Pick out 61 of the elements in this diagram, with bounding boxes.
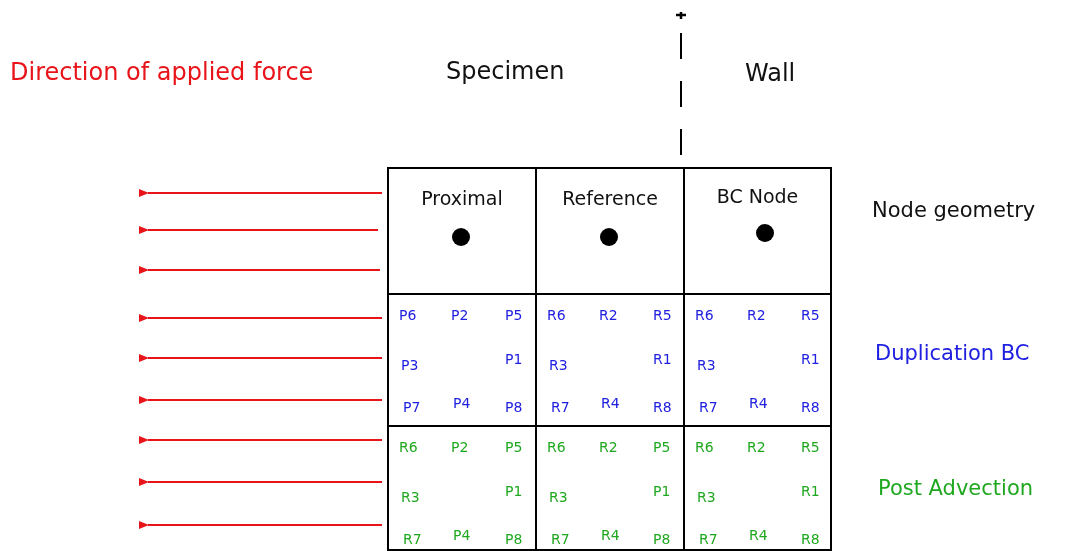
point-label: R6 [695, 439, 714, 455]
point-label: P4 [453, 527, 471, 543]
point-label: R7 [551, 399, 570, 415]
node-title: Proximal [420, 187, 504, 209]
point-label: P1 [505, 351, 523, 367]
point-label: P3 [401, 357, 419, 373]
point-label: P7 [403, 399, 421, 415]
point-label: P4 [453, 395, 471, 411]
node-box [387, 167, 537, 295]
point-label: P6 [399, 307, 417, 323]
point-label: R2 [747, 439, 766, 455]
point-label: R3 [401, 489, 420, 505]
point-label: R8 [801, 531, 820, 547]
point-label: R6 [695, 307, 714, 323]
point-label: R7 [699, 399, 718, 415]
region-label: Specimen [446, 57, 565, 85]
point-label: P2 [451, 439, 469, 455]
point-label: P8 [505, 399, 523, 415]
point-label: R3 [697, 357, 716, 373]
node-title: Reference [561, 187, 659, 209]
point-label: R4 [749, 527, 768, 543]
region-label: Wall [745, 59, 796, 87]
row-label: Duplication BC [875, 341, 1030, 365]
point-label: R4 [749, 395, 768, 411]
point-label: R1 [653, 351, 672, 367]
point-label: R8 [653, 399, 672, 415]
node-title: BC Node [715, 185, 800, 207]
point-label: R2 [599, 439, 618, 455]
point-label: R3 [549, 489, 568, 505]
point-label: P5 [505, 439, 523, 455]
point-label: P2 [451, 307, 469, 323]
point-label: R1 [801, 483, 820, 499]
row-label: Node geometry [872, 198, 1036, 222]
point-label: R7 [403, 531, 422, 547]
point-label: P5 [505, 307, 523, 323]
force-direction-label: Direction of applied force [10, 58, 314, 86]
point-label: P8 [653, 531, 671, 547]
point-label: R7 [699, 531, 718, 547]
point-label: R5 [801, 307, 820, 323]
point-label: R5 [801, 439, 820, 455]
point-label: R3 [697, 489, 716, 505]
point-label: R6 [547, 307, 566, 323]
node-box [683, 167, 832, 295]
point-label: P8 [505, 531, 523, 547]
point-label: R3 [549, 357, 568, 373]
point-label: R2 [599, 307, 618, 323]
point-label: R5 [653, 307, 672, 323]
point-label: R7 [551, 531, 570, 547]
point-label: R1 [801, 351, 820, 367]
grid-cell [683, 425, 832, 551]
point-label: P1 [505, 483, 523, 499]
point-label: R6 [547, 439, 566, 455]
point-label: R8 [801, 399, 820, 415]
grid-cell [387, 425, 537, 551]
row-label: Post Advection [878, 476, 1034, 500]
point-label: R2 [747, 307, 766, 323]
point-label: R4 [601, 527, 620, 543]
point-label: P1 [653, 483, 671, 499]
point-label: R6 [399, 439, 418, 455]
point-label: P5 [653, 439, 671, 455]
point-label: R4 [601, 395, 620, 411]
